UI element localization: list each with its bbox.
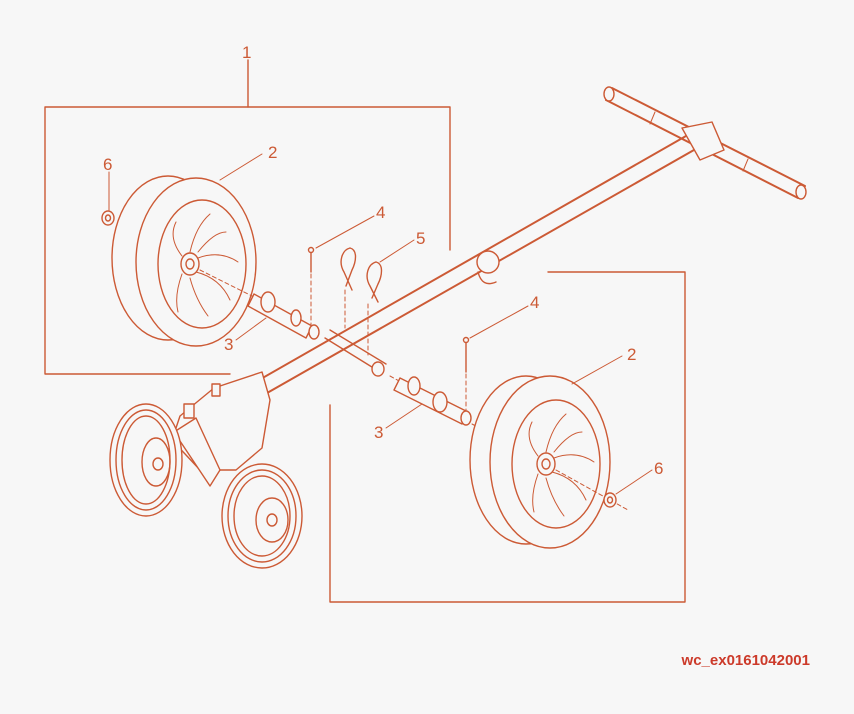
washer-left bbox=[101, 210, 115, 226]
washer-right bbox=[603, 492, 617, 508]
washer-left-hole bbox=[104, 214, 112, 222]
kit-bracket bbox=[44, 59, 451, 375]
pin-left bbox=[307, 246, 315, 326]
handle-and-tube bbox=[237, 86, 807, 406]
callout-wheel-right: 2 bbox=[627, 345, 636, 364]
machine-base bbox=[109, 371, 303, 569]
callout-pin-left: 4 bbox=[376, 203, 385, 222]
leader-lines bbox=[108, 153, 653, 495]
callout-clip: 5 bbox=[416, 229, 425, 248]
callout-washer-right: 6 bbox=[654, 459, 663, 478]
callout-axle-right: 3 bbox=[374, 423, 383, 442]
reference-code: wc_ex0161042001 bbox=[681, 652, 810, 669]
callout-pin-right: 4 bbox=[530, 293, 539, 312]
axle-left bbox=[199, 269, 320, 340]
clip-left-2 bbox=[366, 261, 383, 356]
callout-kit: 1 bbox=[242, 43, 251, 62]
callout-wheel-left: 2 bbox=[268, 143, 277, 162]
callout-axle-left: 3 bbox=[224, 335, 233, 354]
pin-right bbox=[462, 336, 470, 411]
washer-right-hole bbox=[606, 496, 614, 504]
right-group-frame bbox=[329, 271, 686, 603]
clip-left-1 bbox=[340, 247, 357, 329]
wheel-right bbox=[469, 375, 629, 549]
axle-right bbox=[393, 376, 541, 461]
wheel-left bbox=[111, 175, 257, 347]
callout-washer-left: 6 bbox=[103, 155, 112, 174]
